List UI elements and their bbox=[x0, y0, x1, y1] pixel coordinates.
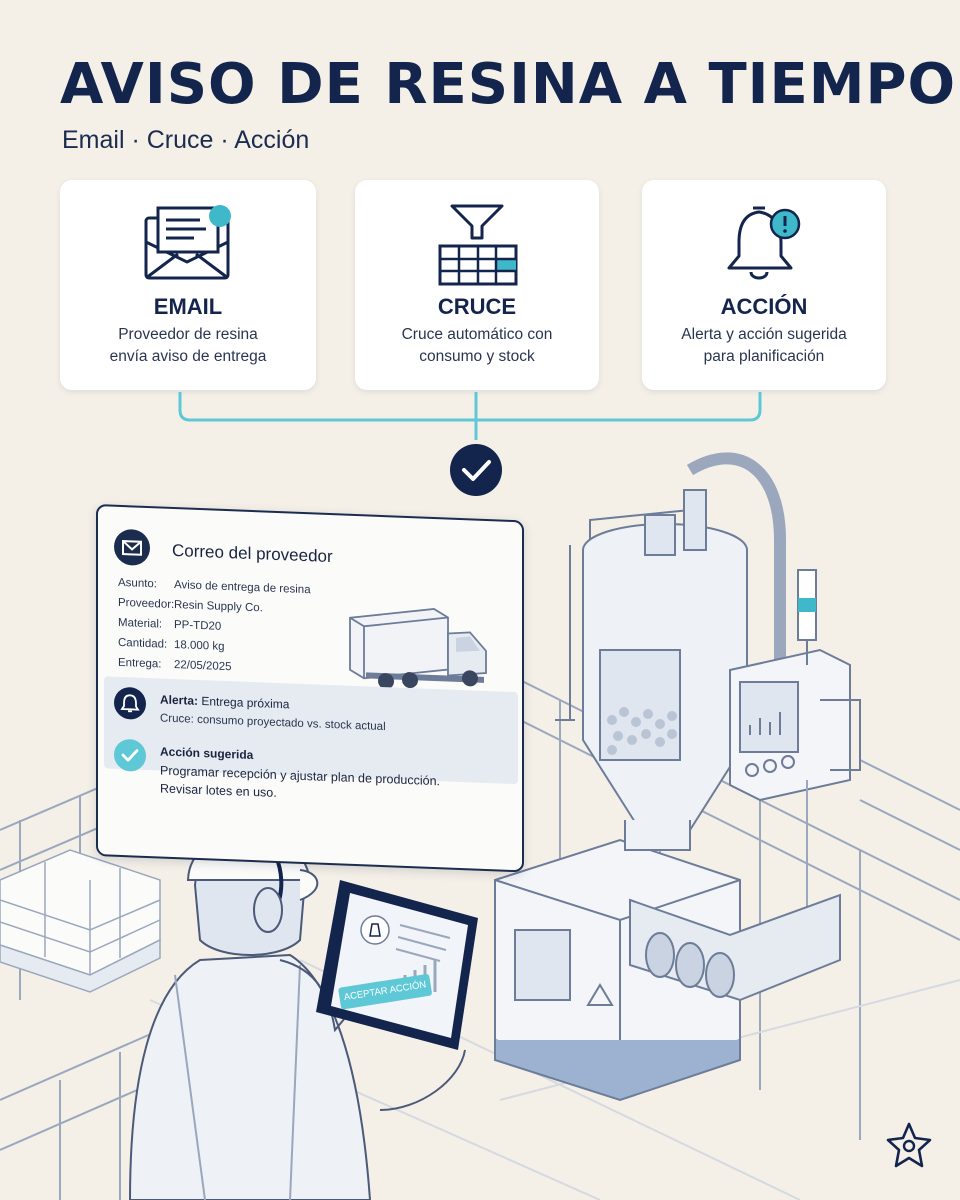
bell-alert-icon bbox=[727, 206, 801, 280]
action-line: Revisar lotes en uso. bbox=[160, 781, 277, 800]
envelope-icon bbox=[144, 205, 231, 280]
step-title: ACCIÓN bbox=[720, 294, 808, 319]
step-card-email: EMAIL Proveedor de resina envía aviso de… bbox=[60, 180, 316, 390]
step-card-cruce: CRUCE Cruce automático con consumo y sto… bbox=[355, 180, 599, 390]
step-title: EMAIL bbox=[153, 294, 223, 319]
email-field-row: Entrega:22/05/2025 bbox=[118, 656, 232, 674]
email-field-row: Cantidad:18.000 kg bbox=[118, 636, 225, 653]
step-description: Alerta y acción sugerida para planificac… bbox=[681, 326, 847, 365]
delivery-truck-icon bbox=[349, 608, 487, 690]
email-field-row: Material:PP-TD20 bbox=[118, 616, 222, 633]
email-field-row: Asunto:Aviso de entrega de resina bbox=[118, 576, 311, 597]
resin-pallet bbox=[0, 849, 161, 993]
step-description: Proveedor de resina envía aviso de entre… bbox=[109, 326, 267, 365]
page-title: AVISO DE RESINA A TIEMPO bbox=[60, 52, 957, 117]
hopper-dryer bbox=[555, 452, 786, 831]
alert-bell-icon bbox=[114, 686, 146, 720]
funnel-table-icon bbox=[438, 204, 518, 286]
checkmark-icon bbox=[114, 738, 146, 772]
page-subtitle: Email · Cruce · Acción bbox=[62, 126, 310, 154]
brand-logo-icon bbox=[886, 1122, 932, 1168]
mail-icon bbox=[114, 528, 150, 567]
injection-molding-machine bbox=[494, 820, 841, 1102]
control-cabinet bbox=[729, 569, 861, 930]
supplier-email-panel: Correo del proveedor Asunto:Aviso de ent… bbox=[96, 504, 524, 873]
connector-lines bbox=[178, 392, 762, 496]
worker-with-tablet bbox=[128, 830, 466, 1200]
step-card-accion: ACCIÓN Alerta y acción sugerida para pla… bbox=[642, 180, 886, 390]
email-field-row: Proveedor:Resin Supply Co. bbox=[118, 596, 263, 615]
step-title: CRUCE bbox=[437, 294, 517, 319]
step-description: Cruce automático con consumo y stock bbox=[401, 326, 553, 365]
email-panel-title: Correo del proveedor bbox=[172, 540, 333, 567]
